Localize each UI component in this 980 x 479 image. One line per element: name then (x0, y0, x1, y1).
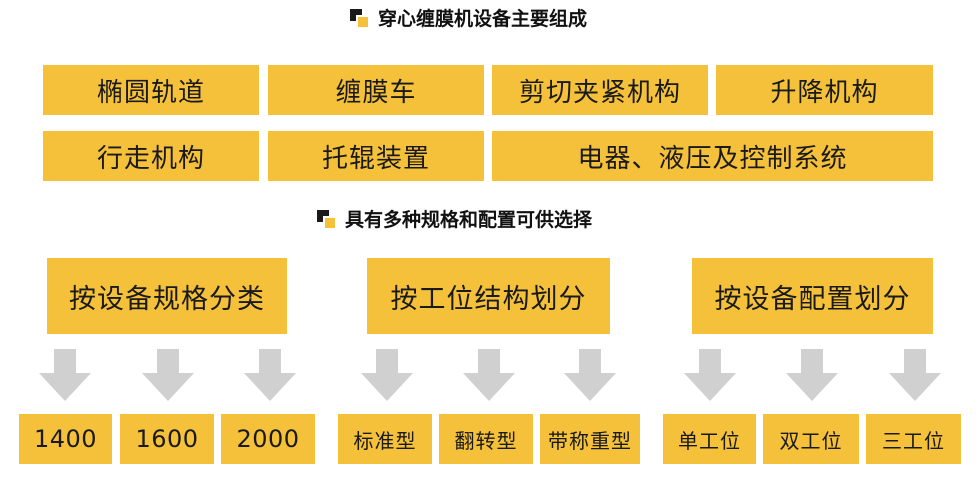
option-box: 带称重型 (540, 414, 640, 464)
down-arrow-icon (564, 349, 616, 401)
component-box: 椭圆轨道 (43, 65, 259, 115)
option-box: 2000 (221, 414, 315, 464)
section-heading-options: 具有多种规格和配置可供选择 (317, 205, 592, 232)
section-title: 穿心缠膜机设备主要组成 (378, 8, 588, 30)
component-box: 托辊装置 (268, 131, 484, 181)
down-arrow-icon (244, 349, 296, 401)
component-box: 剪切夹紧机构 (492, 65, 708, 115)
square-bullet-icon (317, 209, 335, 228)
category-box-configuration: 按设备配置划分 (692, 258, 933, 334)
down-arrow-icon (463, 349, 515, 401)
down-arrow-icon (361, 349, 413, 401)
option-box: 翻转型 (439, 414, 533, 464)
down-arrow-icon (39, 349, 91, 401)
down-arrow-icon (889, 349, 941, 401)
section-heading-components: 穿心缠膜机设备主要组成 (350, 4, 587, 31)
down-arrow-icon (142, 349, 194, 401)
option-box: 单工位 (663, 414, 756, 464)
category-box-spec: 按设备规格分类 (47, 258, 287, 334)
option-box: 1600 (120, 414, 214, 464)
category-box-station-structure: 按工位结构划分 (367, 258, 610, 334)
option-box: 1400 (19, 414, 112, 464)
down-arrow-icon (684, 349, 736, 401)
option-box: 双工位 (763, 414, 859, 464)
option-box: 标准型 (338, 414, 432, 464)
option-box: 三工位 (866, 414, 961, 464)
square-bullet-icon (350, 8, 368, 27)
component-box: 电器、液压及控制系统 (492, 131, 933, 181)
section-title: 具有多种规格和配置可供选择 (345, 209, 593, 231)
component-box: 缠膜车 (268, 65, 484, 115)
component-box: 行走机构 (43, 131, 259, 181)
component-box: 升降机构 (716, 65, 933, 115)
down-arrow-icon (786, 349, 838, 401)
